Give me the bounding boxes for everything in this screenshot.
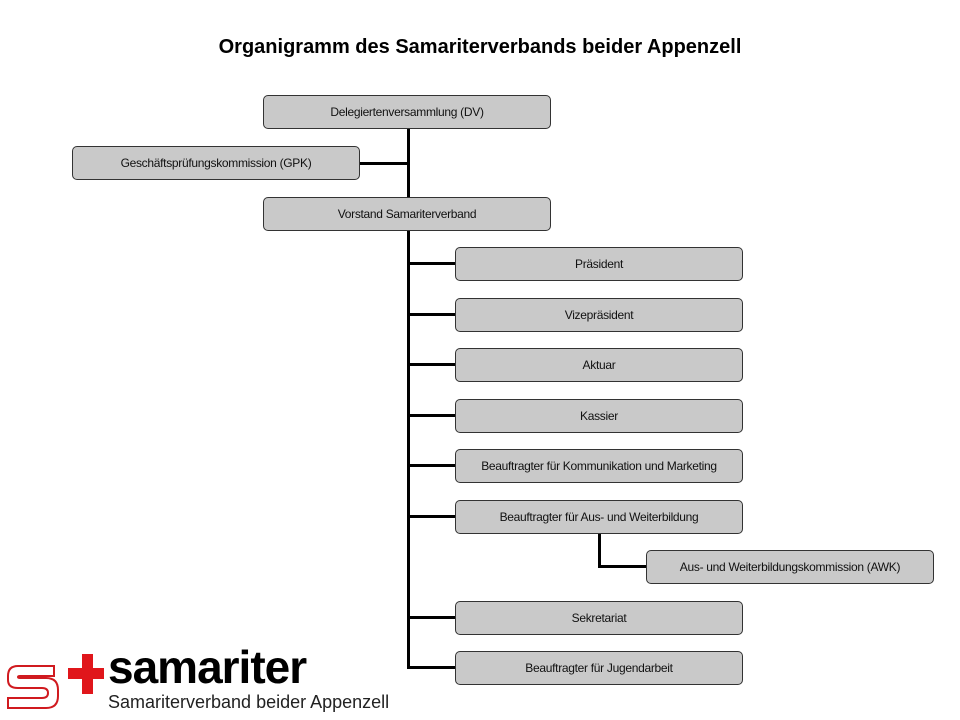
connector — [407, 515, 455, 518]
samariter-logo-icon — [7, 654, 104, 709]
connector — [407, 414, 455, 417]
node-dv: Delegiertenversammlung (DV) — [263, 95, 551, 129]
node-ausbildung: Beauftragter für Aus- und Weiterbildung — [455, 500, 743, 534]
node-aktuar: Aktuar — [455, 348, 743, 382]
connector-gpk — [359, 162, 409, 165]
node-praesident: Präsident — [455, 247, 743, 281]
node-jugendarbeit: Beauftragter für Jugendarbeit — [455, 651, 743, 685]
connector — [407, 313, 455, 316]
node-vorstand: Vorstand Samariterverband — [263, 197, 551, 231]
trunk-line — [407, 129, 410, 669]
node-kassier: Kassier — [455, 399, 743, 433]
connector — [407, 616, 455, 619]
connector-awk-vertical — [598, 533, 601, 568]
connector — [407, 464, 455, 467]
connector — [407, 363, 455, 366]
node-kommunikation: Beauftragter für Kommunikation und Marke… — [455, 449, 743, 483]
logo-subtitle: Samariterverband beider Appenzell — [108, 692, 390, 712]
logo-wordmark: samariter — [108, 641, 307, 693]
connector-awk-horizontal — [598, 565, 646, 568]
node-sekretariat: Sekretariat — [455, 601, 743, 635]
chart-title: Organigramm des Samariterverbands beider… — [218, 36, 742, 58]
connector — [407, 666, 455, 669]
node-vizepraesident: Vizepräsident — [455, 298, 743, 332]
node-awk: Aus- und Weiterbildungskommission (AWK) — [646, 550, 934, 584]
node-gpk: Geschäftsprüfungskommission (GPK) — [72, 146, 360, 180]
connector — [407, 262, 455, 265]
